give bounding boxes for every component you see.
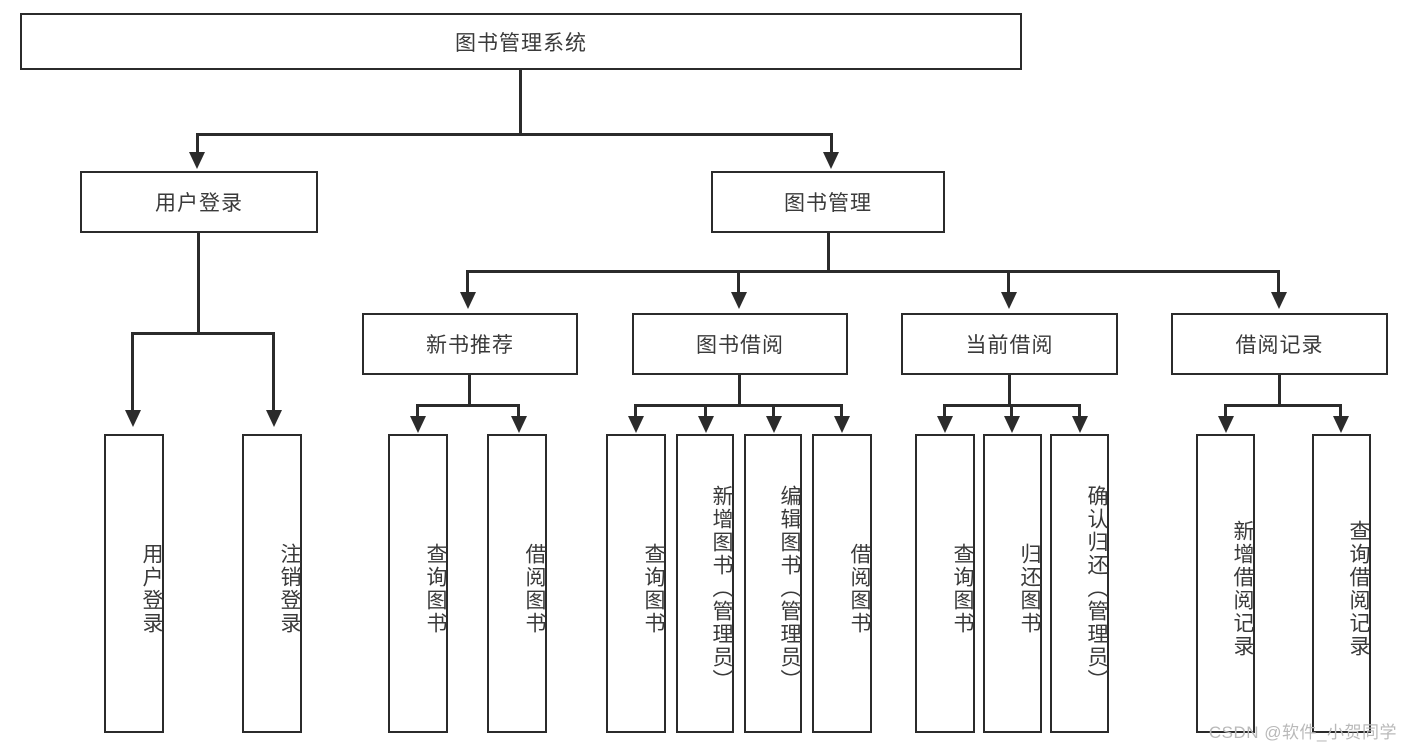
edge-to-leaf-add-book xyxy=(704,404,707,420)
leaf-query-book-3[interactable]: 查询图书 xyxy=(915,434,975,733)
leaf-borrow-book-2-label: 借阅图书 xyxy=(848,542,871,635)
edge-to-leaf-user-login xyxy=(131,332,134,414)
edge-to-borrow-record xyxy=(1277,270,1280,296)
node-borrow-record[interactable]: 借阅记录 xyxy=(1171,313,1388,375)
edge-to-leaf-query-book-3 xyxy=(943,404,946,420)
node-current-borrow[interactable]: 当前借阅 xyxy=(901,313,1118,375)
leaf-query-book-2-label: 查询图书 xyxy=(642,542,665,635)
leaf-return-book[interactable]: 归还图书 xyxy=(983,434,1042,733)
edge-book-borrow-bus xyxy=(634,404,843,407)
node-book-management[interactable]: 图书管理 xyxy=(711,171,945,233)
leaf-edit-book[interactable]: 编辑图书（管理员） xyxy=(744,434,802,733)
arrowhead-leaf-logout xyxy=(266,410,282,427)
edge-to-new-book-recommend xyxy=(466,270,469,296)
leaf-add-book[interactable]: 新增图书（管理员） xyxy=(676,434,734,733)
leaf-edit-book-label: 编辑图书（管理员） xyxy=(778,485,801,692)
csdn-watermark: CSDN @软件_小贺同学 xyxy=(1208,723,1397,742)
arrowhead-leaf-borrow-book-1 xyxy=(511,416,527,433)
edge-to-current-borrow xyxy=(1007,270,1010,296)
edge-current-borrow-stem xyxy=(1008,375,1011,406)
arrowhead-leaf-add-book xyxy=(698,416,714,433)
arrowhead-leaf-return-book xyxy=(1004,416,1020,433)
edge-new-book-recommend-bus xyxy=(416,404,520,407)
arrowhead-leaf-confirm-return xyxy=(1072,416,1088,433)
edge-borrow-record-bus xyxy=(1224,404,1342,407)
edge-root-bus xyxy=(196,133,833,136)
arrowhead-book-mgmt xyxy=(823,152,839,169)
arrowhead-book-borrow xyxy=(731,292,747,309)
leaf-query-book-3-label: 查询图书 xyxy=(951,542,974,635)
arrowhead-leaf-query-book-3 xyxy=(937,416,953,433)
arrowhead-leaf-edit-book xyxy=(766,416,782,433)
arrowhead-leaf-query-book-1 xyxy=(410,416,426,433)
edge-to-leaf-add-record xyxy=(1224,404,1227,420)
edge-new-book-recommend-stem xyxy=(468,375,471,406)
leaf-add-book-label: 新增图书（管理员） xyxy=(710,485,733,692)
edge-to-leaf-query-book-2 xyxy=(634,404,637,420)
leaf-confirm-return[interactable]: 确认归还（管理员） xyxy=(1050,434,1109,733)
leaf-logout-login-label: 注销登录 xyxy=(278,542,301,635)
leaf-return-book-label: 归还图书 xyxy=(1018,542,1041,635)
arrowhead-leaf-add-record xyxy=(1218,416,1234,433)
arrowhead-current-borrow xyxy=(1001,292,1017,309)
node-user-login[interactable]: 用户登录 xyxy=(80,171,318,233)
leaf-logout-login[interactable]: 注销登录 xyxy=(242,434,302,733)
leaf-query-book-2[interactable]: 查询图书 xyxy=(606,434,666,733)
leaf-query-book-1[interactable]: 查询图书 xyxy=(388,434,448,733)
arrowhead-leaf-query-record xyxy=(1333,416,1349,433)
edge-root-stem xyxy=(519,70,522,135)
leaf-query-record-label: 查询借阅记录 xyxy=(1347,519,1370,658)
edge-to-leaf-return-book xyxy=(1010,404,1013,420)
node-root-system[interactable]: 图书管理系统 xyxy=(20,13,1022,70)
edge-to-leaf-borrow-book-2 xyxy=(840,404,843,420)
node-book-borrow[interactable]: 图书借阅 xyxy=(632,313,848,375)
edge-to-leaf-confirm-return xyxy=(1078,404,1081,420)
edge-to-leaf-edit-book xyxy=(772,404,775,420)
arrowhead-borrow-record xyxy=(1271,292,1287,309)
edge-borrow-record-stem xyxy=(1278,375,1281,406)
leaf-confirm-return-label: 确认归还（管理员） xyxy=(1085,485,1108,692)
leaf-borrow-book-2[interactable]: 借阅图书 xyxy=(812,434,872,733)
leaf-borrow-book-1-label: 借阅图书 xyxy=(523,542,546,635)
leaf-query-record[interactable]: 查询借阅记录 xyxy=(1312,434,1371,733)
edge-book-borrow-stem xyxy=(738,375,741,406)
leaf-add-record-label: 新增借阅记录 xyxy=(1231,519,1254,658)
leaf-user-login[interactable]: 用户登录 xyxy=(104,434,164,733)
arrowhead-leaf-borrow-book-2 xyxy=(834,416,850,433)
edge-book-mgmt-bus xyxy=(466,270,1278,273)
edge-to-leaf-borrow-book-1 xyxy=(517,404,520,420)
edge-book-mgmt-stem xyxy=(827,233,830,273)
leaf-add-record[interactable]: 新增借阅记录 xyxy=(1196,434,1255,733)
leaf-query-book-1-label: 查询图书 xyxy=(424,542,447,635)
edge-to-book-borrow xyxy=(737,270,740,296)
edge-to-leaf-logout xyxy=(272,332,275,414)
edge-root-to-book-mgmt xyxy=(830,133,833,158)
arrowhead-leaf-user-login xyxy=(125,410,141,427)
leaf-borrow-book-1[interactable]: 借阅图书 xyxy=(487,434,547,733)
arrowhead-user-login xyxy=(189,152,205,169)
edge-user-login-bus xyxy=(131,332,275,335)
arrowhead-leaf-query-book-2 xyxy=(628,416,644,433)
edge-user-login-stem xyxy=(197,233,200,335)
leaf-user-login-label: 用户登录 xyxy=(140,542,163,635)
edge-to-leaf-query-book-1 xyxy=(416,404,419,420)
edge-root-to-user-login xyxy=(196,133,199,158)
arrowhead-new-book-recommend xyxy=(460,292,476,309)
edge-to-leaf-query-record xyxy=(1339,404,1342,420)
node-new-book-recommend[interactable]: 新书推荐 xyxy=(362,313,578,375)
